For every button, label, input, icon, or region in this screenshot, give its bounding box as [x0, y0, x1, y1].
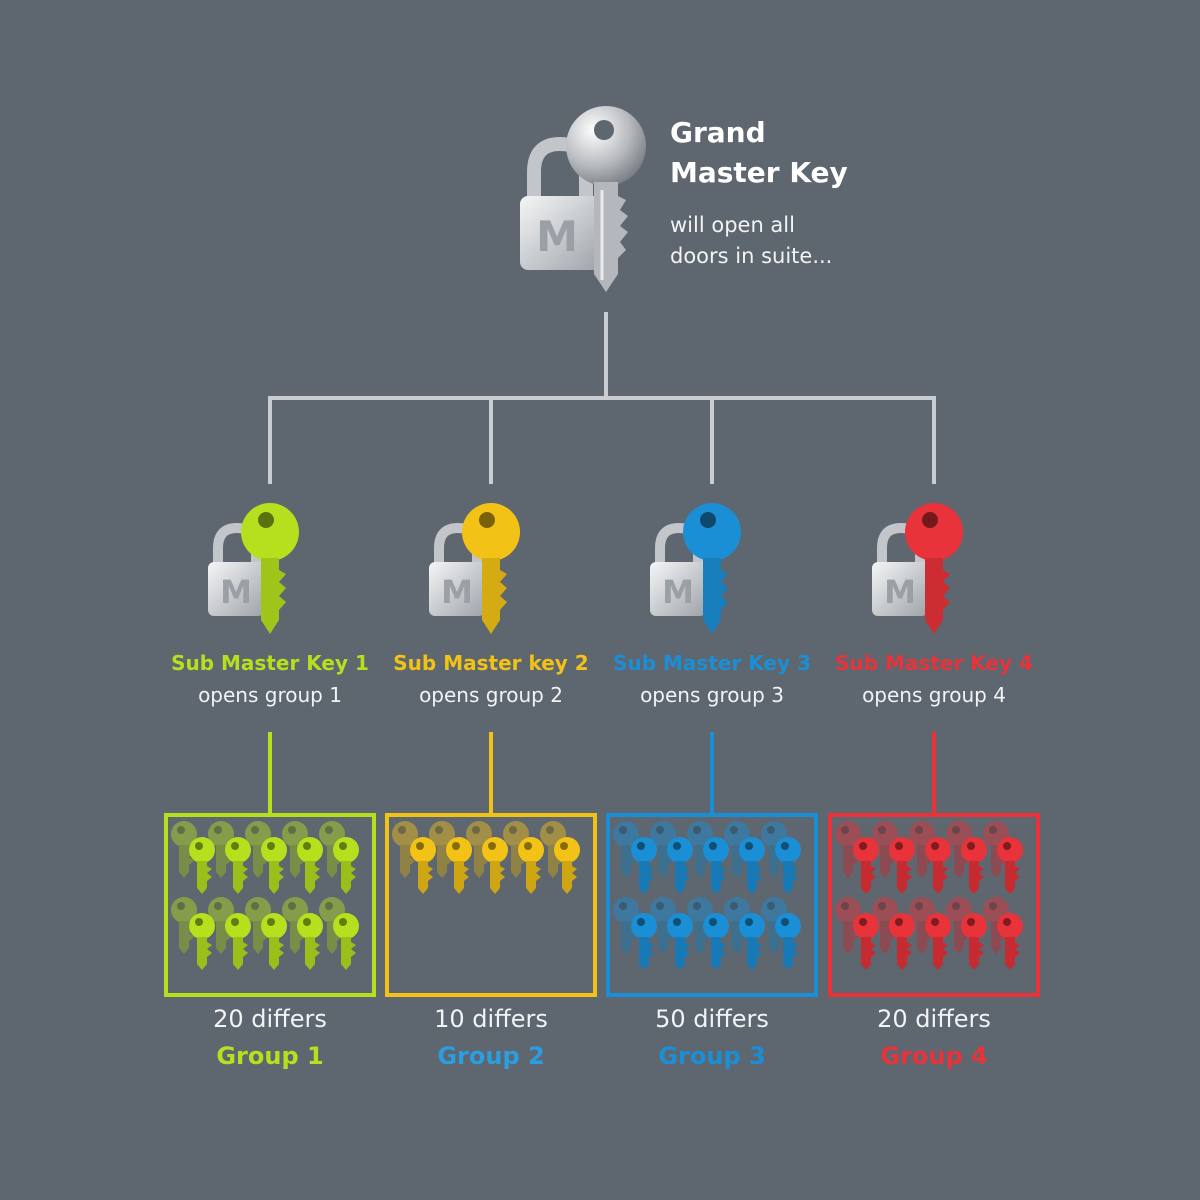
key-icon-2-0-0	[410, 837, 436, 894]
silver-key-icon	[566, 106, 646, 292]
grand-master-key-icon: M	[520, 106, 646, 292]
sub-master-title-4: Sub Master Key 4	[835, 651, 1033, 675]
key-icon-1-0-1	[225, 837, 251, 894]
key-icon-4-1-4	[997, 913, 1023, 970]
grand-master-description: will open all doors in suite...	[670, 210, 832, 272]
sub-master-key-icon-3: M	[650, 503, 741, 634]
key-icon-3-1-0	[631, 913, 657, 970]
group-label-3: Group 3	[658, 1042, 766, 1070]
grand-master-description-line-1: will open all	[670, 213, 795, 237]
sub-master-title-1: Sub Master Key 1	[171, 651, 369, 675]
grand-master-title-line-1: Grand	[670, 116, 766, 149]
grand-master-title: Grand Master Key	[670, 113, 848, 193]
group-box-1	[164, 813, 376, 997]
group-differs-count-2: 10 differs	[434, 1005, 548, 1033]
group-differs-count-4: 20 differs	[877, 1005, 991, 1033]
lock-letter-1: M	[220, 573, 252, 611]
key-icon-3-1-3	[739, 913, 765, 970]
group-label-1: Group 1	[216, 1042, 324, 1070]
sub-master-description-3: opens group 3	[640, 683, 784, 707]
sub-master-description-1: opens group 1	[198, 683, 342, 707]
key-icon-4-0-4	[997, 837, 1023, 894]
sub-master-title-2: Sub Master key 2	[393, 651, 589, 675]
key-icon-4-0-0	[853, 837, 879, 894]
key-icon-1-1-2	[261, 913, 287, 970]
key-icon-1-1-0	[189, 913, 215, 970]
key-icon-3-0-2	[703, 837, 729, 894]
key-icon-1-0-2	[261, 837, 287, 894]
sub-master-key-icon-1: M	[208, 503, 299, 634]
key-icon-4-1-0	[853, 913, 879, 970]
key-icon-4-0-2	[925, 837, 951, 894]
connector-lines	[268, 312, 936, 484]
key-icon-3-1-1	[667, 913, 693, 970]
sub-master-description-2: opens group 2	[419, 683, 563, 707]
colored-key-icon-3	[683, 503, 741, 634]
key-icon-4-1-2	[925, 913, 951, 970]
lock-letter-2: M	[441, 573, 473, 611]
key-icon-1-0-3	[297, 837, 323, 894]
lock-letter-3: M	[662, 573, 694, 611]
colored-key-icon-2	[462, 503, 520, 634]
key-icon-2-0-2	[482, 837, 508, 894]
key-icon-1-1-3	[297, 913, 323, 970]
group-label-2: Group 2	[437, 1042, 545, 1070]
key-icon-2-0-1	[446, 837, 472, 894]
grand-master-description-line-2: doors in suite...	[670, 244, 833, 268]
svg-text:M: M	[536, 212, 578, 261]
grand-master-title-line-2: Master Key	[670, 156, 848, 189]
key-icon-3-0-0	[631, 837, 657, 894]
group-box-4	[828, 813, 1040, 997]
key-icon-3-0-1	[667, 837, 693, 894]
sub-master-description-4: opens group 4	[862, 683, 1006, 707]
colored-key-icon-1	[241, 503, 299, 634]
key-icon-1-1-1	[225, 913, 251, 970]
group-box-3	[606, 813, 818, 997]
key-icon-4-1-1	[889, 913, 915, 970]
sub-master-key-icon-4: M	[872, 503, 963, 634]
key-icon-1-0-0	[189, 837, 215, 894]
key-icon-3-0-3	[739, 837, 765, 894]
key-icon-4-1-3	[961, 913, 987, 970]
key-icon-3-1-4	[775, 913, 801, 970]
sub-master-key-icon-2: M	[429, 503, 520, 634]
key-icon-4-0-1	[889, 837, 915, 894]
group-differs-count-1: 20 differs	[213, 1005, 327, 1033]
lock-letter-4: M	[884, 573, 916, 611]
key-icon-3-0-4	[775, 837, 801, 894]
colored-key-icon-4	[905, 503, 963, 634]
group-label-4: Group 4	[880, 1042, 988, 1070]
key-icon-1-0-4	[333, 837, 359, 894]
key-icon-4-0-3	[961, 837, 987, 894]
key-icon-2-0-4	[554, 837, 580, 894]
sub-master-title-3: Sub Master Key 3	[613, 651, 811, 675]
key-icon-2-0-3	[518, 837, 544, 894]
group-box-2	[385, 813, 597, 997]
padlock-icon: M	[520, 136, 602, 270]
group-differs-count-3: 50 differs	[655, 1005, 769, 1033]
key-icon-1-1-4	[333, 913, 359, 970]
key-icon-3-1-2	[703, 913, 729, 970]
